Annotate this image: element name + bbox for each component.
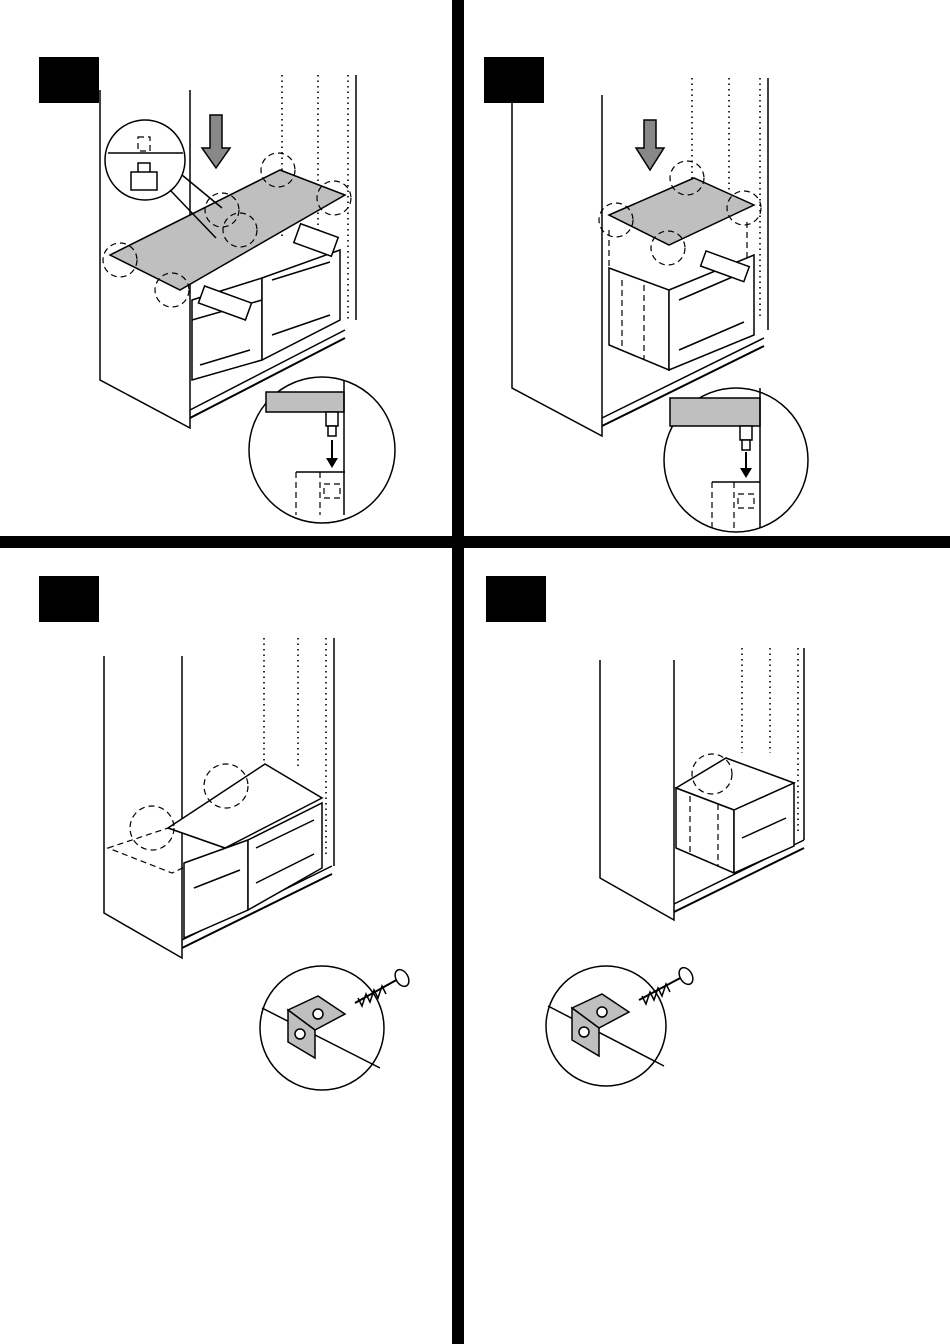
step-2-illustration bbox=[464, 0, 950, 536]
vertical-divider bbox=[452, 0, 464, 1344]
step-panel-2 bbox=[464, 0, 950, 536]
step-3-illustration bbox=[0, 548, 452, 1344]
detail-magnifier-icon bbox=[249, 377, 395, 523]
step-panel-3 bbox=[0, 548, 452, 1344]
detail-magnifier-icon bbox=[664, 388, 808, 532]
step-panel-1 bbox=[0, 0, 452, 536]
down-arrow-icon bbox=[202, 115, 230, 168]
down-arrow-icon bbox=[636, 120, 664, 170]
step-4-illustration bbox=[464, 548, 950, 1344]
step-panel-4 bbox=[464, 548, 950, 1344]
horizontal-divider bbox=[0, 536, 950, 548]
detail-magnifier-icon bbox=[546, 965, 696, 1086]
step-1-illustration bbox=[0, 0, 452, 536]
detail-magnifier-icon bbox=[260, 966, 412, 1090]
